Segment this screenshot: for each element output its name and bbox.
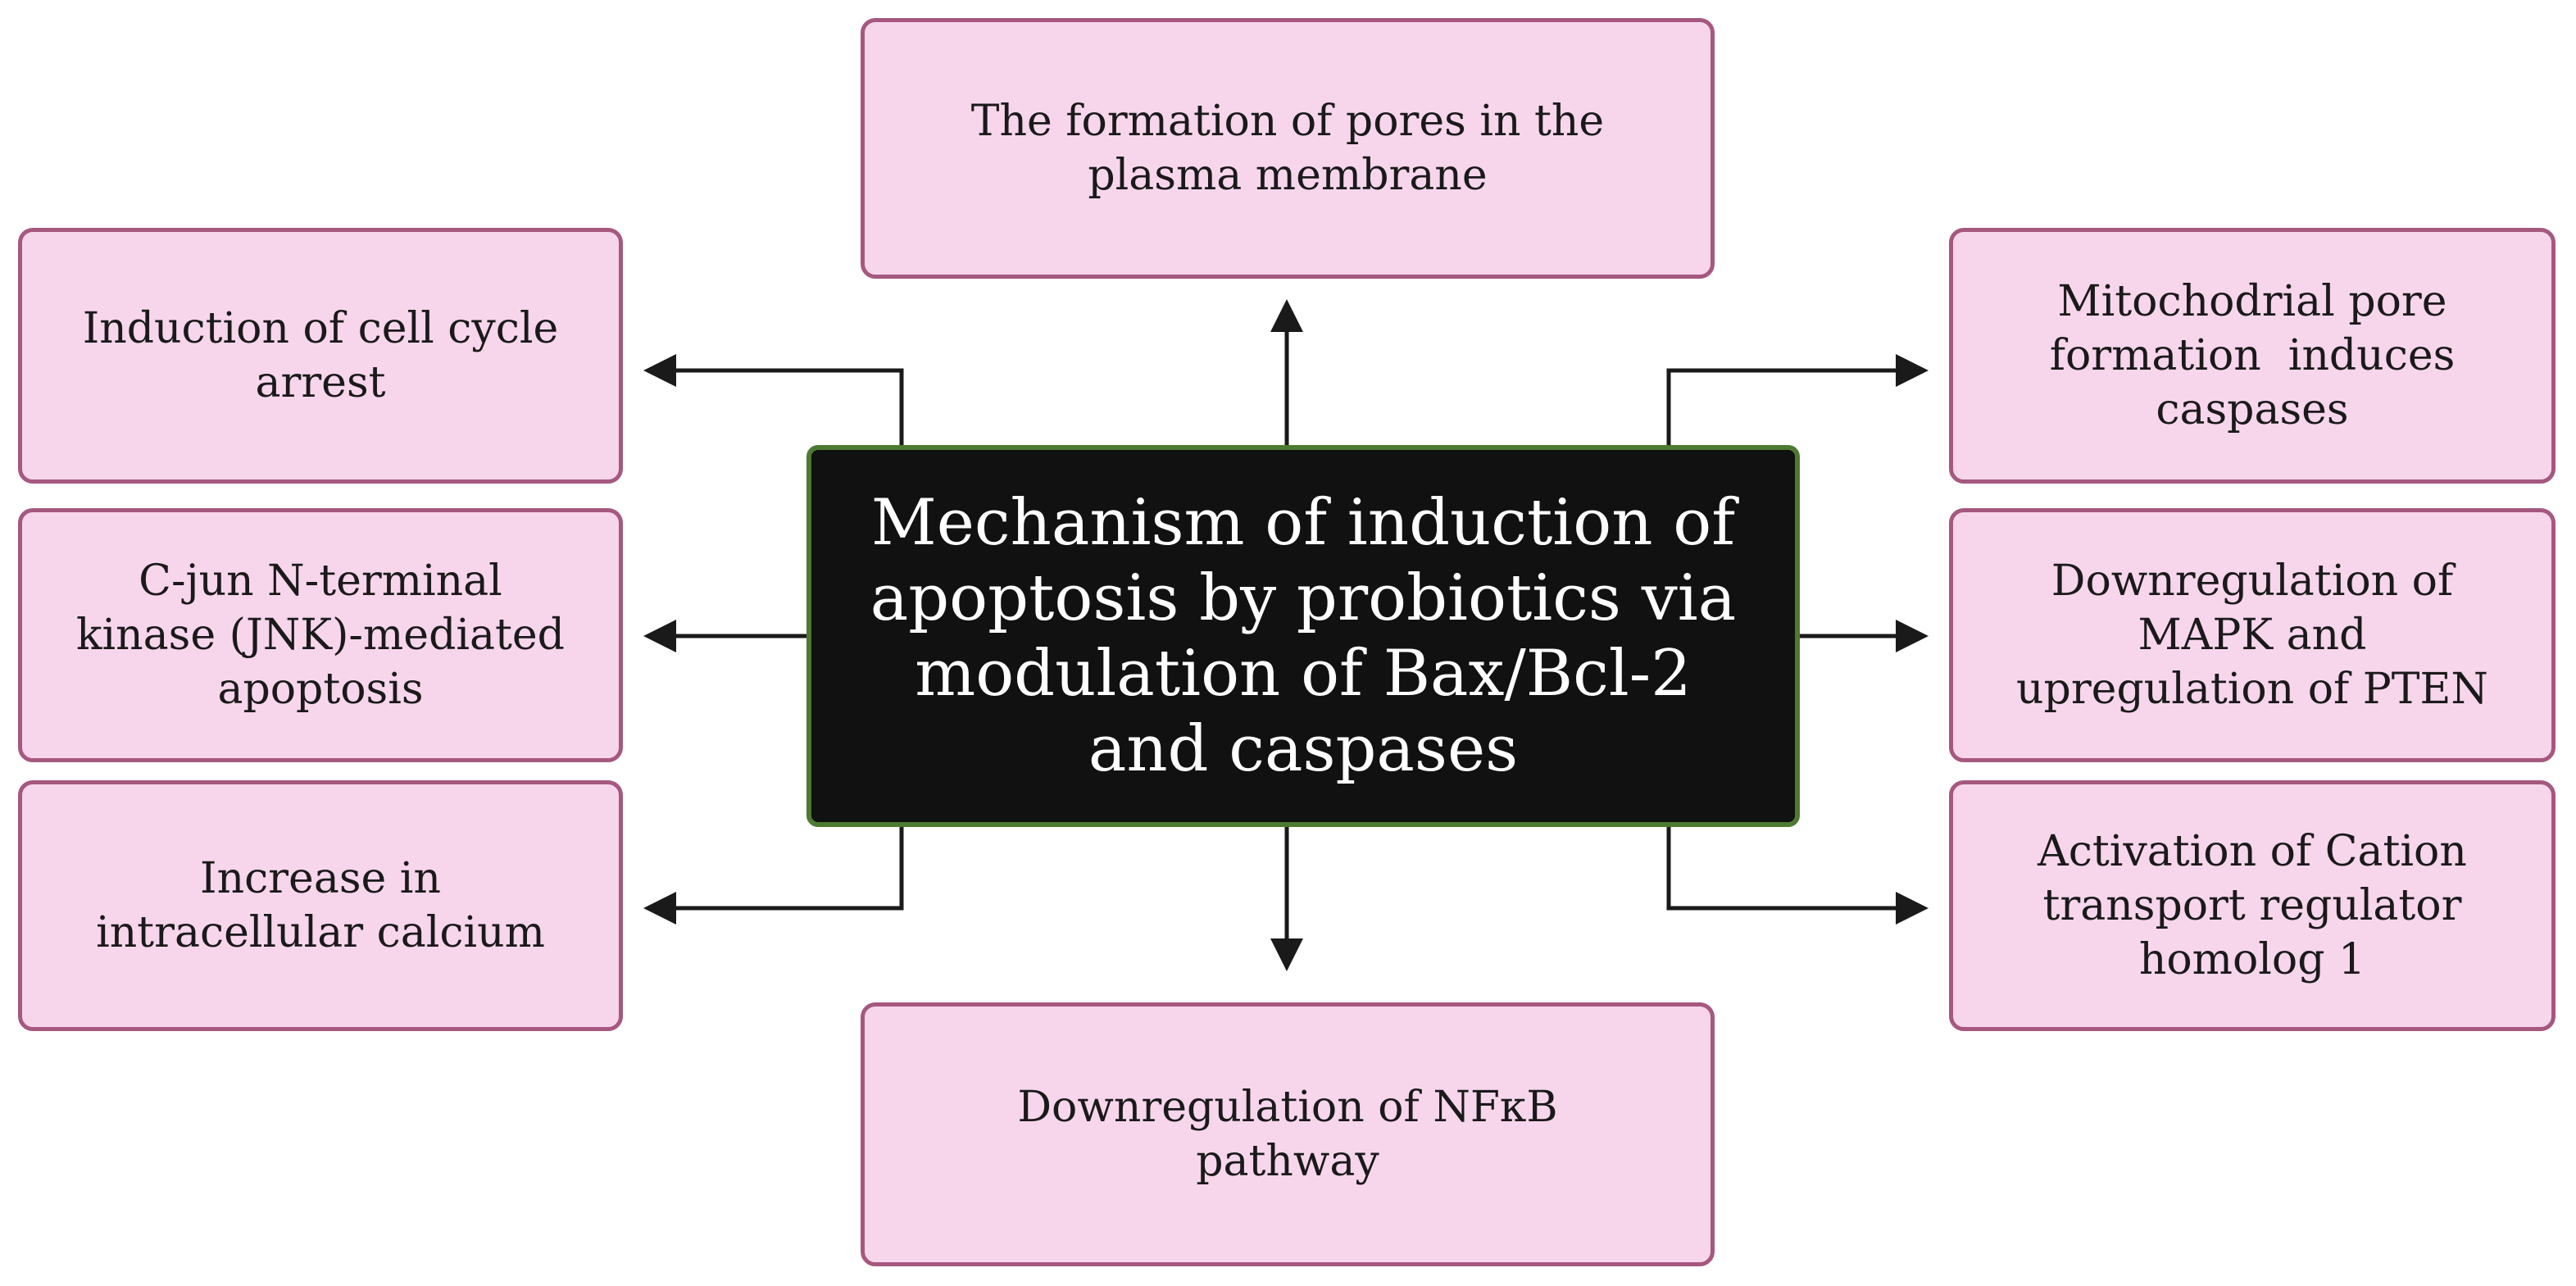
nfkb-downregulation-box: Downregulation of NFκB pathway xyxy=(861,1002,1715,1266)
intracellular-calcium-box: Increase in intracellular calcium xyxy=(18,780,623,1031)
cation-transport-regulator-box: Activation of Cation transport regulator… xyxy=(1949,780,2556,1031)
box-label-line: C-jun N-terminal xyxy=(139,557,502,606)
arrow-to-right-box-1 xyxy=(1666,354,1929,445)
box-label-line: formation induces xyxy=(2049,331,2456,380)
central-mechanism-box: Mechanism of induction of apoptosis by p… xyxy=(806,445,1800,827)
box-label: Activation of Cation transport regulator… xyxy=(2038,825,2467,987)
arrow-to-right-box-3 xyxy=(1666,827,1929,925)
central-label-line: Mechanism of induction of xyxy=(870,486,1736,560)
box-label-line: transport regulator xyxy=(2042,881,2462,930)
box-label-line: Induction of cell cycle xyxy=(82,304,559,353)
box-label-line: upregulation of PTEN xyxy=(2016,665,2488,714)
box-label-line: pathway xyxy=(1196,1137,1379,1186)
box-label: Downregulation of NFκB pathway xyxy=(1017,1080,1557,1188)
box-label-line: apoptosis xyxy=(217,665,424,714)
box-label-line: MAPK and xyxy=(2138,611,2367,660)
central-mechanism-label: Mechanism of induction of apoptosis by p… xyxy=(870,485,1737,787)
box-label-line: Increase in xyxy=(200,854,441,903)
box-label-line: Activation of Cation xyxy=(2038,827,2467,876)
box-label: C-jun N-terminal kinase (JNK)-mediated a… xyxy=(76,554,565,716)
box-label-line: Mitochodrial pore xyxy=(2057,277,2447,326)
box-label: Induction of cell cycle arrest xyxy=(83,302,559,410)
box-label: Increase in intracellular calcium xyxy=(96,852,545,960)
box-label-line: Downregulation of NFκB xyxy=(1017,1083,1558,1132)
central-label-line: and caspases xyxy=(1088,712,1519,786)
arrow-to-left-box-1 xyxy=(643,354,904,445)
jnk-mediated-apoptosis-box: C-jun N-terminal kinase (JNK)-mediated a… xyxy=(18,508,623,762)
box-label-line: plasma membrane xyxy=(1088,151,1488,200)
box-label-line: kinase (JNK)-mediated xyxy=(76,611,565,660)
box-label: Mitochodrial pore formation induces casp… xyxy=(2050,275,2456,437)
mapk-pten-box: Downregulation of MAPK and upregulation … xyxy=(1949,508,2556,762)
cell-cycle-arrest-box: Induction of cell cycle arrest xyxy=(18,228,623,484)
box-label-line: arrest xyxy=(255,358,386,407)
box-label: Downregulation of MAPK and upregulation … xyxy=(2016,554,2488,716)
arrow-to-left-box-3 xyxy=(643,827,904,925)
box-label: The formation of pores in the plasma mem… xyxy=(971,94,1604,202)
central-label-line: apoptosis by probiotics via xyxy=(870,561,1737,635)
box-label-line: caspases xyxy=(2156,385,2349,434)
mitochondrial-pore-box: Mitochodrial pore formation induces casp… xyxy=(1949,228,2556,484)
box-label-line: intracellular calcium xyxy=(96,908,545,957)
box-label-line: homolog 1 xyxy=(2138,935,2366,984)
central-label-line: modulation of Bax/Bcl-2 xyxy=(915,637,1692,711)
plasma-membrane-pores-box: The formation of pores in the plasma mem… xyxy=(861,18,1715,279)
box-label-line: The formation of pores in the xyxy=(970,97,1605,146)
box-label-line: Downregulation of xyxy=(2051,557,2454,606)
